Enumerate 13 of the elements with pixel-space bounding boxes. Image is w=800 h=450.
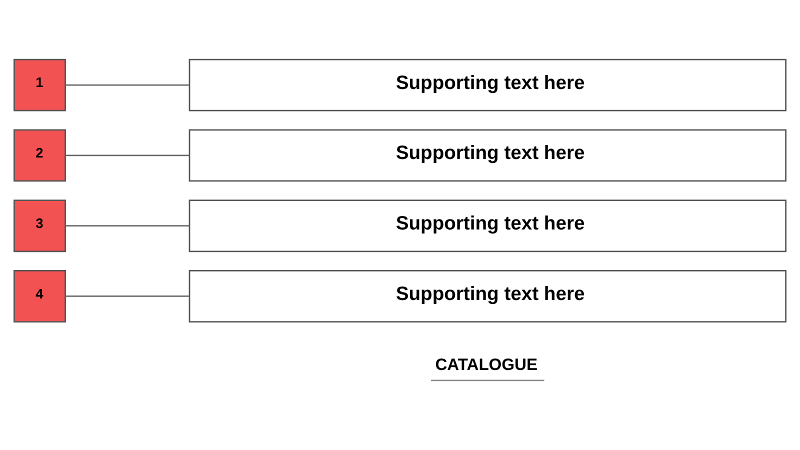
node-box: Supporting text here xyxy=(188,128,786,182)
connector xyxy=(66,224,190,226)
node-box: 3 xyxy=(14,199,66,252)
label: CATALOGUE xyxy=(435,354,538,374)
node-box: Supporting text here xyxy=(188,270,786,322)
connector xyxy=(66,295,190,296)
node-box: 2 xyxy=(14,128,66,182)
connector xyxy=(66,84,190,86)
node-box: 4 xyxy=(14,270,66,322)
connector xyxy=(66,154,190,156)
node-box: Supporting text here xyxy=(188,58,786,111)
node-box: Supporting text here xyxy=(188,199,786,252)
node-box: 1 xyxy=(14,58,66,111)
